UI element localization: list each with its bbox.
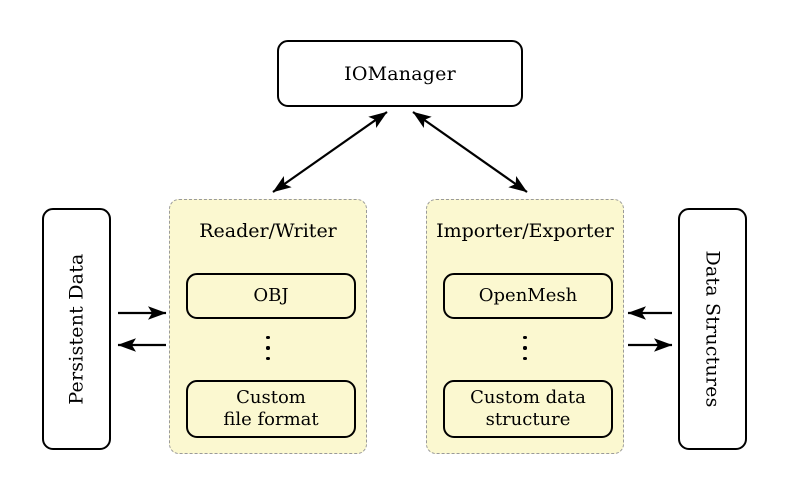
custom-data-structure-label-line1: Custom data bbox=[470, 387, 586, 409]
data-structures-label: Data Structures bbox=[701, 250, 724, 408]
importer-exporter-panel-title: Importer/Exporter bbox=[436, 220, 614, 242]
custom-file-format-node[interactable]: Custom file format bbox=[186, 380, 356, 438]
custom-data-structure-label: Custom data structure bbox=[470, 387, 586, 431]
openmesh-label: OpenMesh bbox=[478, 285, 578, 307]
arrow-manager-readerwriter bbox=[272, 111, 388, 193]
importer-exporter-panel[interactable]: Importer/Exporter OpenMesh Custom data s… bbox=[426, 199, 624, 454]
obj-node[interactable]: OBJ bbox=[186, 273, 356, 319]
iomanager-node[interactable]: IOManager bbox=[277, 40, 523, 107]
custom-file-format-label-line1: Custom bbox=[236, 387, 306, 409]
openmesh-node[interactable]: OpenMesh bbox=[443, 273, 613, 319]
data-structures-node[interactable]: Data Structures bbox=[678, 208, 747, 450]
obj-label: OBJ bbox=[253, 285, 289, 307]
arrow-manager-importerexporter bbox=[412, 111, 528, 193]
custom-file-format-label-line2: file format bbox=[223, 409, 319, 430]
reader-writer-panel-title: Reader/Writer bbox=[199, 220, 337, 242]
importer-exporter-ellipsis-icon bbox=[427, 325, 623, 371]
persistent-data-node[interactable]: Persistent Data bbox=[42, 208, 111, 450]
custom-data-structure-label-line2: structure bbox=[485, 409, 571, 430]
reader-writer-panel[interactable]: Reader/Writer OBJ Custom file format bbox=[169, 199, 367, 454]
reader-writer-ellipsis-icon bbox=[170, 325, 366, 371]
custom-data-structure-node[interactable]: Custom data structure bbox=[443, 380, 613, 438]
custom-file-format-label: Custom file format bbox=[223, 387, 318, 431]
iomanager-label: IOManager bbox=[344, 62, 456, 85]
persistent-data-label: Persistent Data bbox=[65, 253, 88, 405]
